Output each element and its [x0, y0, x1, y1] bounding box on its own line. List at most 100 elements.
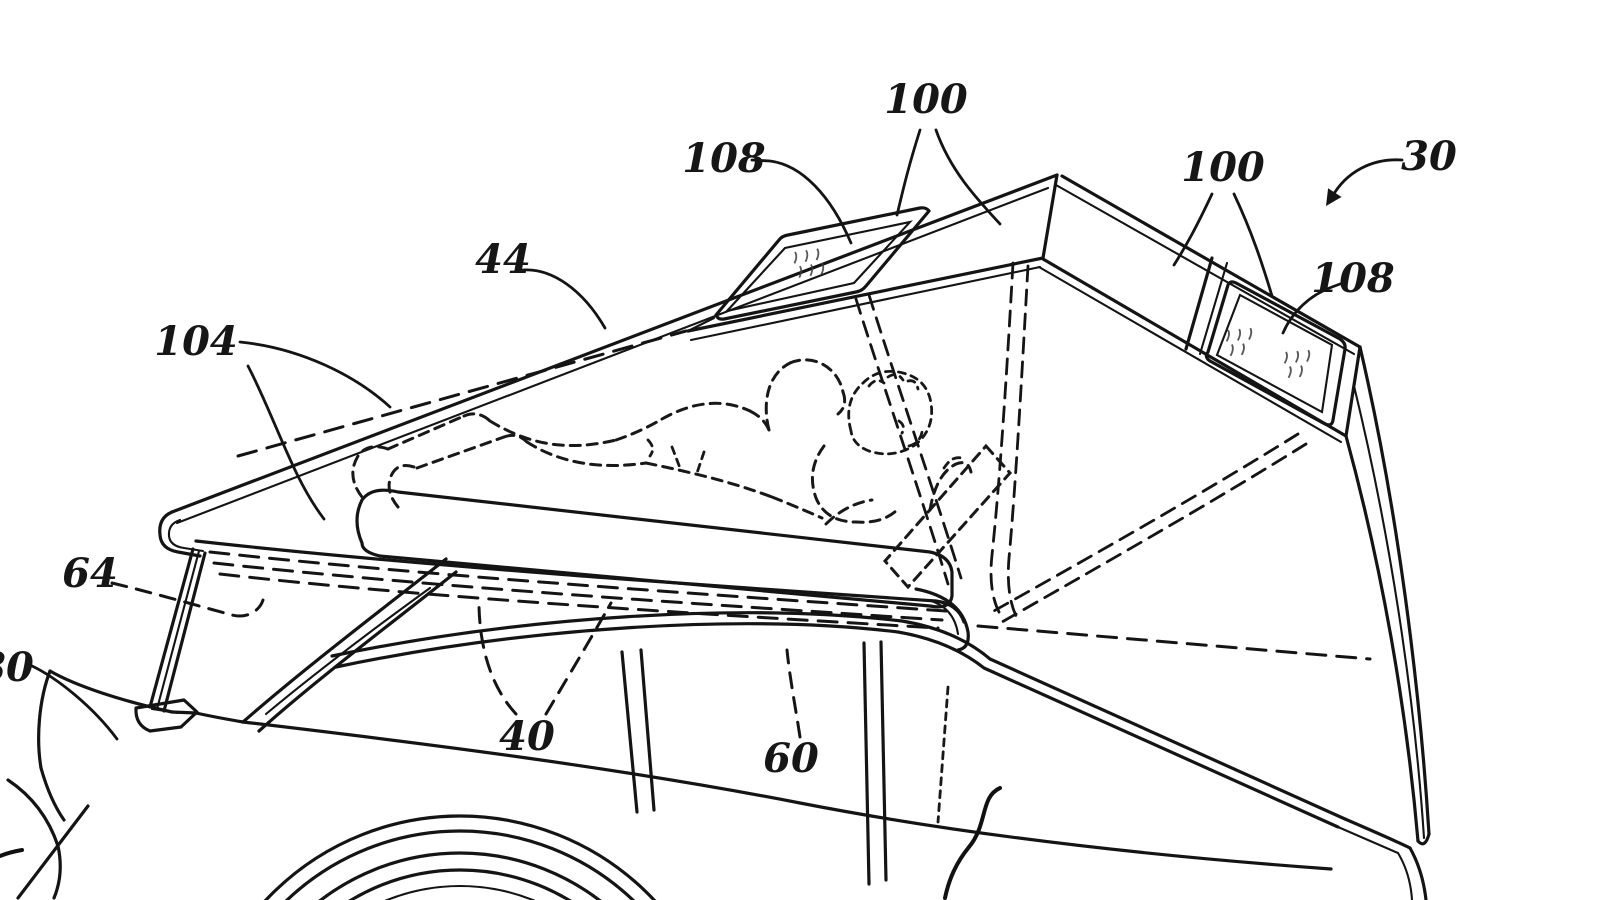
rail-near-edge	[1344, 434, 1420, 843]
ref-label-40: 40	[499, 713, 555, 760]
base-rail-hidden-3	[218, 572, 940, 630]
occupant-backrest-slab	[883, 443, 1013, 590]
fender-crease	[16, 804, 90, 900]
rear-corner-edge	[1408, 846, 1428, 900]
ridge-row-bottom-edge	[686, 256, 1045, 333]
leader-64	[110, 581, 265, 618]
right-panel-mid-edge	[1054, 183, 1356, 356]
windshield-edge	[264, 586, 432, 716]
leader-108-right	[1281, 282, 1342, 335]
ridge-row-end-edge	[1041, 173, 1059, 260]
leader-108-left	[750, 158, 853, 245]
base-corner-tube-inner	[926, 598, 960, 636]
cowl-line	[170, 710, 245, 724]
b-pillar-front	[620, 650, 639, 814]
pole-diagonal-left-2	[867, 293, 963, 580]
base-rail-hidden-1	[208, 550, 948, 613]
rear-quarter-trim-curve	[943, 786, 1002, 900]
window-right-frame-inner	[1215, 293, 1334, 414]
occupant-chin	[907, 430, 924, 448]
leader-100-right-right-branch	[1232, 192, 1274, 298]
window-right-glass-hatch-2	[1283, 349, 1311, 379]
edge-partial-mark	[0, 848, 24, 858]
fender-arch-outer	[263, 814, 657, 900]
occupant-foot-2	[387, 464, 419, 509]
leader-60	[785, 648, 802, 739]
left-end-cap-inner	[167, 518, 205, 553]
ref-label-80-partial: 80	[0, 644, 34, 691]
occupant-clothing-fold-1	[670, 445, 682, 470]
leader-100-top-left-branch	[895, 128, 922, 217]
ref-label-100-top: 100	[884, 76, 968, 123]
pole-diagonal-right-1	[990, 432, 1300, 614]
ref-label-60: 60	[763, 735, 819, 782]
tent-frame-poles-hidden	[854, 261, 1308, 624]
occupant-second-shoulder	[824, 498, 874, 526]
occupant-upper-arm	[764, 361, 792, 432]
leader-104-lower	[246, 364, 326, 521]
leader-30-arrowhead	[1326, 188, 1342, 206]
occupant-head	[847, 369, 934, 456]
occupant-hand-behind-head	[836, 390, 847, 416]
drip-rail-outer	[330, 611, 1347, 821]
hood-front-edge	[48, 669, 174, 714]
ref-label-108-left: 108	[682, 135, 766, 182]
drip-rail-inner	[334, 622, 1340, 829]
pole-diagonal-right-2	[1000, 442, 1308, 624]
occupant-hair-curl-3	[906, 379, 920, 391]
ref-label-30: 30	[1401, 133, 1457, 180]
vehicle-body	[0, 557, 1428, 900]
occupant-foot-1	[351, 445, 390, 499]
a-pillar-outer	[241, 557, 448, 724]
rear-corner-upper	[1343, 817, 1412, 850]
occupant-hair-curl-2	[886, 373, 905, 382]
ref-label-104: 104	[154, 318, 238, 365]
rear-door-seam-hidden	[936, 685, 950, 824]
rooftop-tent	[158, 173, 1431, 846]
occupant-knee-2	[502, 433, 529, 444]
leader-40-left-branch	[477, 604, 518, 716]
ridge-row-bottom-inner	[689, 265, 1042, 342]
c-pillar-front	[862, 641, 871, 886]
pole-diagonal-left-1	[854, 297, 950, 586]
mattress-platform	[355, 488, 954, 609]
leader-80-partial	[28, 663, 119, 741]
window-right-glass-hatch-1	[1225, 327, 1253, 357]
occupant-waist	[770, 495, 824, 520]
fender-arch-lip	[284, 829, 636, 900]
left-end-cap-outer	[158, 510, 202, 558]
front-wheel	[263, 814, 657, 900]
right-side-rail	[1344, 345, 1431, 846]
front-corner	[39, 766, 66, 822]
support-strut	[148, 547, 207, 713]
base-far-edge-hidden	[236, 329, 688, 458]
reference-leaders	[28, 128, 1404, 741]
beltline	[241, 720, 1333, 871]
leader-40-right-branch	[544, 601, 613, 716]
tire-outer	[318, 851, 602, 900]
tire-inner	[348, 868, 572, 900]
ref-label-100-right: 100	[1181, 144, 1265, 191]
occupant-shin-2	[415, 435, 506, 470]
window-left-glass-hatch	[793, 248, 825, 278]
occupant-raised-hand	[942, 456, 966, 470]
ref-label-64: 64	[62, 550, 118, 597]
rim-edge	[384, 885, 536, 900]
strut-rod	[155, 549, 201, 711]
leader-30-arrow-curve	[1330, 158, 1404, 199]
occupant-chest	[660, 401, 752, 421]
occupant-figure	[351, 358, 1013, 590]
ref-label-108-right: 108	[1311, 255, 1395, 302]
strut-edge-right	[162, 551, 207, 713]
occupant-ear	[897, 419, 905, 435]
leader-104-upper	[238, 340, 392, 409]
occupant-torso-bottom	[644, 461, 774, 499]
pole-vertical-2	[1006, 264, 1030, 618]
pole-vertical-1	[989, 261, 1015, 616]
b-pillar-rear	[639, 648, 656, 812]
panel-divider-left	[1184, 256, 1214, 351]
strut-edge-left	[148, 547, 195, 709]
base-rail-hidden-2	[212, 561, 944, 622]
